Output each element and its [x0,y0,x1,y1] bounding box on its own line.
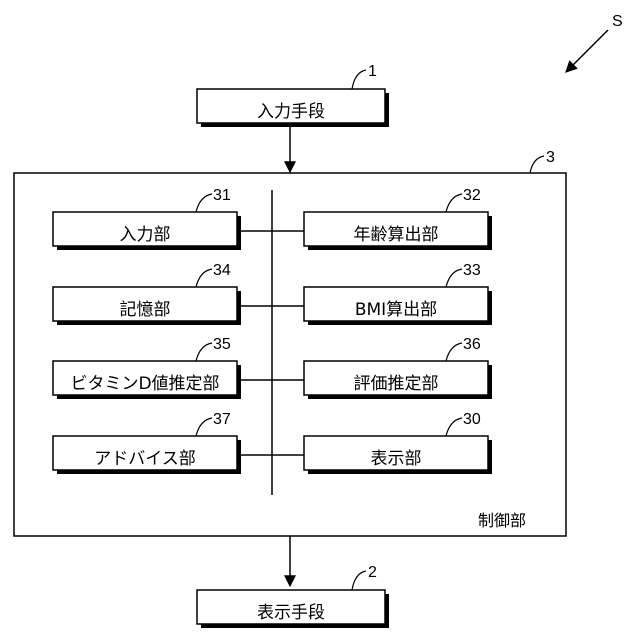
unit-input-box: 入力部 [53,212,241,250]
unit-display-label: 表示部 [371,449,422,469]
unit-evaluation-label: 評価推定部 [354,374,439,394]
unit-input-label: 入力部 [120,225,171,245]
display-means-ref: 2 [368,564,377,581]
input-means-ref-leader [352,70,366,89]
control-unit-ref-leader [530,156,544,173]
system-ref-label: S [612,13,623,30]
unit-display-ref: 30 [463,411,481,428]
unit-bmi-calc-ref: 33 [463,262,481,279]
input-means-ref: 1 [368,63,377,80]
unit-age-calc-label: 年齢算出部 [354,225,439,245]
unit-vitamin-d-label: ビタミンD値推定部 [70,374,219,394]
unit-age-calc-ref: 32 [463,187,481,204]
display-means-ref-leader [352,571,366,590]
unit-advice-label: アドバイス部 [94,449,196,469]
unit-bmi-calc-label: BMI算出部 [355,300,437,320]
unit-bmi-calc-box: BMI算出部 [304,287,492,325]
unit-evaluation-ref: 36 [463,336,481,353]
unit-memory-label: 記憶部 [120,300,171,320]
unit-advice-box: アドバイス部 [53,436,241,474]
input-means-box: 入力手段 [197,89,389,127]
unit-vitamin-d-box: ビタミンD値推定部 [53,361,241,399]
unit-input-ref: 31 [213,187,231,204]
unit-memory-box: 記憶部 [53,287,241,325]
control-unit-label: 制御部 [478,511,526,530]
unit-memory-ref: 34 [213,262,231,279]
display-means-box: 表示手段 [197,590,389,628]
input-means-label: 入力手段 [257,102,325,122]
display-means-label: 表示手段 [257,603,325,623]
unit-advice-ref: 37 [213,411,231,428]
system-ref-arrow [566,30,608,72]
unit-age-calc-box: 年齢算出部 [304,212,492,250]
unit-display-box: 表示部 [304,436,492,474]
unit-evaluation-box: 評価推定部 [304,361,492,399]
control-unit-ref: 3 [546,149,555,166]
unit-vitamin-d-ref: 35 [213,336,231,353]
